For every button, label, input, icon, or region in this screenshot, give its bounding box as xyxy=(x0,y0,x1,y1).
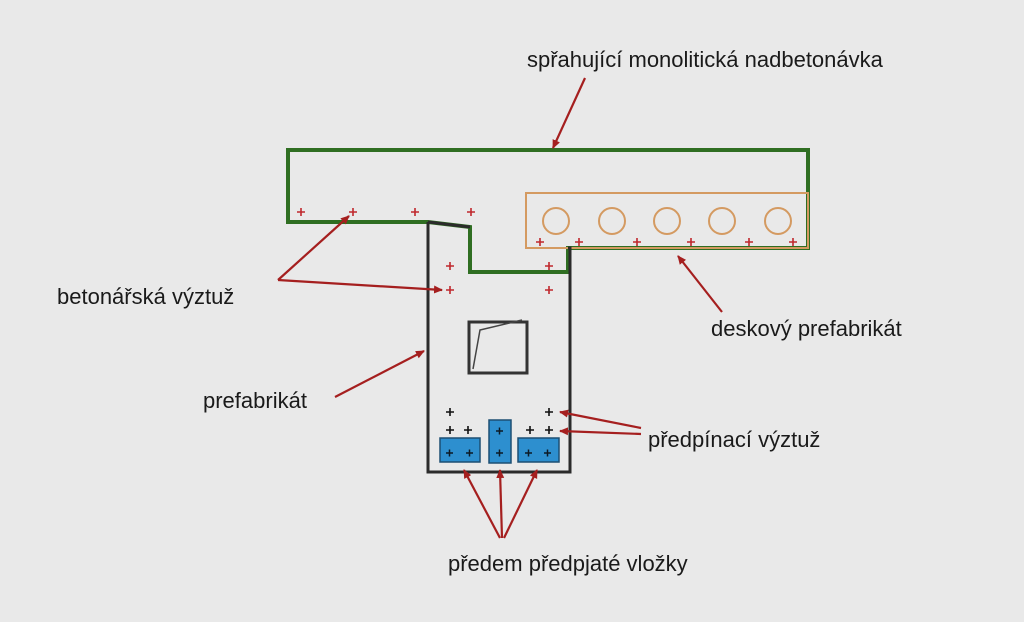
plus-icon xyxy=(545,286,553,294)
plus-icon xyxy=(525,449,532,457)
arrows xyxy=(277,77,723,539)
label-prestress-reinforcement: předpínací výztuž xyxy=(648,427,820,452)
plus-icon xyxy=(687,238,695,246)
plus-icon xyxy=(496,427,503,435)
plus-icon xyxy=(446,449,453,457)
insert-left xyxy=(439,437,481,463)
plus-icon xyxy=(349,208,357,216)
insert-right xyxy=(517,437,560,463)
circle-icon xyxy=(542,207,570,235)
circle-icon xyxy=(708,207,736,235)
plus-icon xyxy=(745,238,753,246)
label-composite-topping: spřahující monolitická nadbetonávka xyxy=(527,47,884,72)
beam-opening xyxy=(467,320,529,375)
plus-icon xyxy=(464,426,472,434)
plus-icon xyxy=(526,426,534,434)
arrow-rebar-2 xyxy=(277,278,443,294)
slab-prefab xyxy=(525,192,809,249)
arrow-inserts-2 xyxy=(496,469,505,539)
pretensioned-inserts xyxy=(439,419,560,464)
arrow-topping xyxy=(551,77,587,149)
arrow-rebar-1 xyxy=(277,215,350,281)
arrow-inserts-1 xyxy=(463,469,501,539)
plus-icon xyxy=(446,262,454,270)
plus-icon xyxy=(446,408,454,416)
label-pretensioned-inserts: předem předpjaté vložky xyxy=(448,551,688,576)
arrow-prefab xyxy=(334,350,425,398)
plus-icon xyxy=(411,208,419,216)
prestress-markers xyxy=(446,408,553,434)
label-prefab: prefabrikát xyxy=(203,388,307,413)
arrow-prestress-1 xyxy=(559,409,642,430)
plus-icon xyxy=(536,238,544,246)
arrow-prestress-2 xyxy=(559,427,642,436)
insert-center xyxy=(488,419,512,464)
plus-icon xyxy=(297,208,305,216)
plus-icon xyxy=(575,238,583,246)
prefab-beam-outline xyxy=(426,220,572,474)
arrow-slab xyxy=(677,255,723,313)
rebar-markers xyxy=(297,208,797,294)
circle-icon xyxy=(598,207,626,235)
plus-icon xyxy=(467,208,475,216)
plus-icon xyxy=(789,238,797,246)
plus-icon xyxy=(446,286,454,294)
plus-icon xyxy=(496,449,503,457)
plus-icon xyxy=(545,262,553,270)
label-reinforcement: betonářská výztuž xyxy=(57,284,234,309)
plus-icon xyxy=(633,238,641,246)
hollow-cores xyxy=(542,207,792,235)
arrow-inserts-3 xyxy=(503,469,538,539)
plus-icon xyxy=(466,449,473,457)
plus-icon xyxy=(545,426,553,434)
circle-icon xyxy=(653,207,681,235)
plus-icon xyxy=(544,449,551,457)
opening-detail xyxy=(472,319,523,370)
label-slab-prefab: deskový prefabrikát xyxy=(711,316,902,341)
circle-icon xyxy=(764,207,792,235)
plus-icon xyxy=(446,426,454,434)
plus-icon xyxy=(545,408,553,416)
